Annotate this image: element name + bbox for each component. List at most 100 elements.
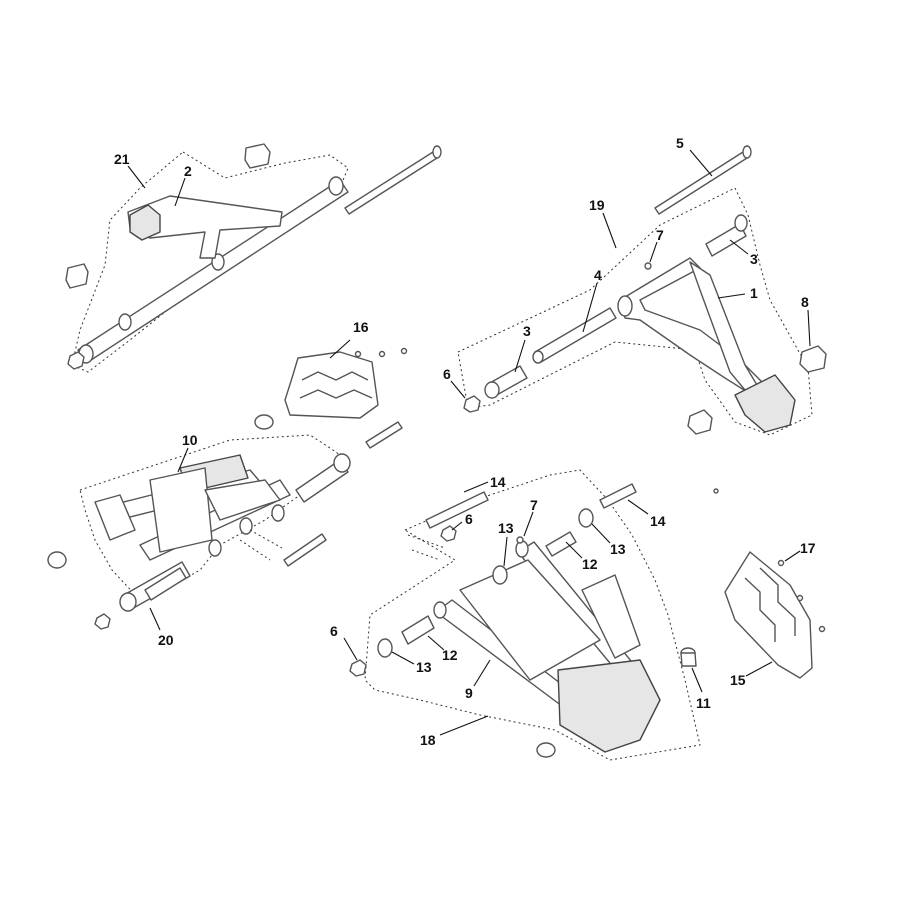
callout-12a: 12 — [442, 647, 458, 663]
arm-20-bushing-c — [271, 504, 285, 522]
arm-20-hidden-2 — [249, 529, 283, 549]
callout-6b: 6 — [465, 511, 473, 527]
assembly-20 — [47, 414, 403, 630]
callout-2: 2 — [184, 163, 192, 179]
assembly-21-outline — [71, 151, 349, 373]
leader-8 — [807, 309, 811, 347]
bolt-5 — [654, 151, 748, 215]
bolt-16b — [378, 350, 386, 358]
callout-3a: 3 — [523, 323, 531, 339]
arm-9-cross — [459, 559, 601, 681]
leader-13b — [503, 536, 508, 567]
grease-fitting-7-upper — [644, 262, 652, 270]
leader-1 — [717, 293, 746, 299]
leader-19 — [602, 212, 617, 249]
callout-18: 18 — [420, 732, 436, 748]
nut-20 — [94, 613, 111, 630]
leader-14a — [463, 481, 489, 493]
skid-plate-15-ribs — [744, 577, 776, 642]
tube-20-right — [295, 459, 349, 503]
callout-7a: 7 — [656, 227, 664, 243]
bolt-20-lower — [283, 533, 327, 567]
callout-9: 9 — [465, 685, 473, 701]
skid-plate-15 — [713, 488, 826, 679]
skid-plate-15-body — [724, 551, 813, 679]
callout-1: 1 — [750, 285, 758, 301]
leader-18 — [439, 715, 489, 736]
assembly-19-outline — [457, 187, 813, 436]
arm-1-front-bushing — [617, 295, 633, 317]
nut-21 — [67, 351, 85, 370]
assembly-18-outline — [364, 469, 701, 761]
nut-6-lower — [349, 659, 367, 677]
assembly-21 — [65, 143, 442, 373]
callouts: 21 2 5 19 7 3 4 1 8 3 6 16 10 20 14 6 13… — [114, 135, 816, 748]
arm-21-bracket — [129, 204, 161, 241]
arm-9-side-plate — [581, 574, 641, 659]
leader-2 — [174, 177, 186, 207]
arm-20-center-frame — [149, 467, 213, 553]
skid-plate-16-ribs-2 — [299, 389, 373, 399]
leader-9 — [473, 659, 491, 687]
leader-6b — [451, 521, 463, 531]
bolt-5-head — [742, 145, 752, 159]
callout-14a: 14 — [490, 474, 506, 490]
tube-12-lower — [401, 615, 435, 645]
arm-20-rear-bushing — [119, 592, 137, 612]
arm-20-bushing-b — [239, 517, 253, 535]
callout-12b: 12 — [582, 556, 598, 572]
tube-4 — [534, 307, 617, 363]
bolt-20-upper — [365, 421, 403, 449]
callout-8: 8 — [801, 294, 809, 310]
bushing-block-upper — [244, 143, 271, 169]
callout-16: 16 — [353, 319, 369, 335]
skid-plate-16 — [284, 347, 408, 419]
arm-9-pivot-left — [433, 601, 447, 619]
leader-10 — [177, 447, 189, 473]
leader-6c — [343, 637, 358, 661]
callout-11: 11 — [696, 695, 711, 711]
leader-11 — [691, 667, 703, 693]
assembly-18-hidden-2 — [411, 549, 441, 561]
callout-10: 10 — [182, 432, 198, 448]
leader-6a — [450, 380, 466, 399]
arm-20-hidden-1 — [239, 539, 271, 561]
assembly-19 — [457, 145, 827, 436]
bushing-3-right — [705, 223, 747, 257]
leader-17 — [784, 550, 801, 562]
bushing-11-body — [680, 652, 697, 667]
bolt-15a — [796, 594, 804, 602]
arm-20-left-bracket — [94, 494, 136, 541]
nut-6-upper — [463, 395, 481, 413]
loose-fastener — [713, 488, 719, 494]
bushing-3-right-end — [734, 214, 748, 232]
leader-15 — [745, 661, 773, 677]
assembly-18 — [349, 469, 701, 761]
leader-16 — [329, 339, 351, 359]
arm-21-bushing-right — [328, 176, 344, 196]
callout-3b: 3 — [750, 251, 758, 267]
callout-13a: 13 — [416, 659, 432, 675]
bushing-13-lower — [377, 638, 393, 658]
arm-9-front-bracket — [557, 659, 661, 753]
bushing-11 — [680, 647, 697, 667]
bolt-17 — [777, 559, 785, 567]
callout-21: 21 — [114, 151, 130, 167]
callout-15: 15 — [730, 672, 746, 688]
skid-plate-16-ribs — [301, 371, 369, 381]
arm-20-bushing-a — [208, 539, 222, 557]
bushing-block-left — [65, 263, 89, 289]
washer-20b — [47, 551, 67, 569]
callout-20: 20 — [158, 632, 174, 648]
callout-13c: 13 — [610, 541, 626, 557]
bolt-14-right — [599, 483, 637, 509]
leader-4 — [582, 282, 598, 333]
bushing-13-mid — [492, 565, 508, 585]
grease-fitting-7-lower — [516, 536, 524, 544]
callout-7b: 7 — [530, 497, 538, 513]
arm-9-pivot-right — [515, 540, 529, 558]
bushing-block-lower — [687, 409, 713, 435]
skid-plate-15-ribs-2 — [759, 567, 796, 636]
leader-13c — [591, 523, 611, 544]
